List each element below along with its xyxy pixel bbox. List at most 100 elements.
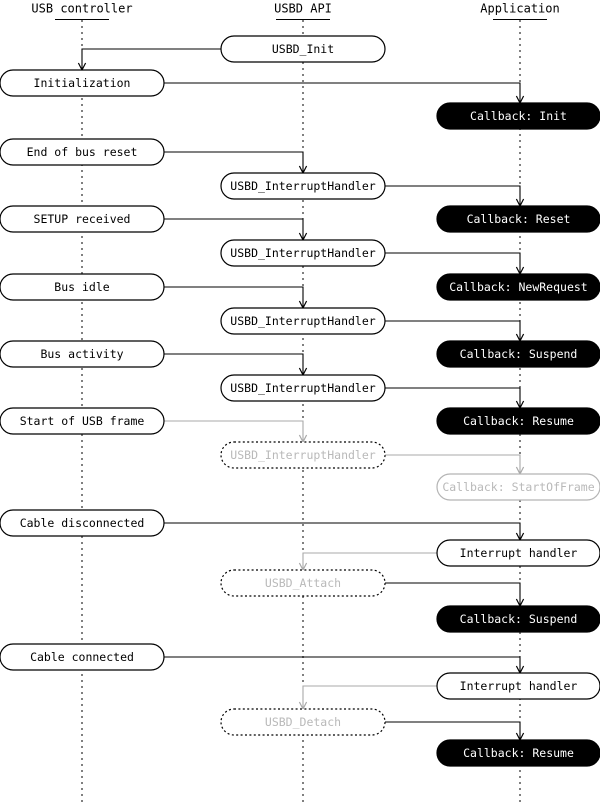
node-shape-n13[interactable]	[436, 340, 600, 368]
node-n18[interactable]: Callback: StartOfFrame	[436, 473, 600, 501]
node-shape-n15[interactable]	[0, 407, 165, 435]
node-n05[interactable]: USBD_InterruptHandler	[220, 172, 386, 200]
node-label-n18: Callback: StartOfFrame	[442, 480, 594, 494]
node-shape-n23[interactable]	[0, 643, 165, 671]
lane-header-usb-controller: USB controller	[31, 2, 133, 20]
lane-label-usb-controller: USB controller	[31, 2, 132, 16]
node-n12[interactable]: Bus activity	[0, 340, 165, 368]
node-shape-n14[interactable]	[220, 374, 386, 402]
node-shape-n02[interactable]	[0, 69, 165, 97]
connector-c08	[385, 320, 521, 341]
node-shape-n06[interactable]	[436, 205, 600, 233]
node-shape-n20[interactable]	[436, 539, 600, 567]
node-shape-n01[interactable]	[220, 35, 386, 63]
node-shape-n18[interactable]	[436, 473, 600, 501]
connector-c07	[164, 286, 304, 308]
node-label-n11: USBD_InterruptHandler	[230, 314, 375, 328]
node-n22[interactable]: Callback: Suspend	[436, 605, 600, 633]
node-label-n02: Initialization	[34, 76, 131, 90]
connector-c05	[164, 218, 304, 240]
node-label-n05: USBD_InterruptHandler	[230, 179, 375, 193]
node-n02[interactable]: Initialization	[0, 69, 165, 97]
node-n09[interactable]: Bus idle	[0, 273, 165, 301]
headers-layer: USB controller USBD API Application	[31, 2, 560, 20]
node-shape-n12[interactable]	[0, 340, 165, 368]
connector-c17	[302, 685, 437, 709]
node-n10[interactable]: Callback: NewRequest	[436, 273, 600, 301]
node-shape-n07[interactable]	[220, 239, 386, 267]
connector-c10	[385, 387, 521, 408]
node-label-n23: Cable connected	[30, 650, 134, 664]
connector-c02	[164, 82, 521, 103]
lane-header-usbd-api: USBD API	[274, 2, 332, 20]
node-shape-n22[interactable]	[436, 605, 600, 633]
node-shape-n24[interactable]	[436, 672, 600, 700]
node-n17[interactable]: USBD_InterruptHandler	[220, 441, 386, 469]
connector-c12	[385, 454, 521, 474]
lane-label-application: Application	[480, 2, 559, 16]
node-label-n03: Callback: Init	[470, 109, 567, 123]
connector-c16	[164, 656, 521, 673]
node-n06[interactable]: Callback: Reset	[436, 205, 600, 233]
node-shape-n05[interactable]	[220, 172, 386, 200]
node-label-n14: USBD_InterruptHandler	[230, 381, 375, 395]
node-n20[interactable]: Interrupt handler	[436, 539, 600, 567]
connector-c06	[385, 252, 521, 274]
node-label-n06: Callback: Reset	[467, 212, 571, 226]
node-label-n20: Interrupt handler	[460, 546, 578, 560]
connector-c04	[385, 185, 521, 206]
node-n14[interactable]: USBD_InterruptHandler	[220, 374, 386, 402]
node-n16[interactable]: Callback: Resume	[436, 407, 600, 435]
node-n21[interactable]: USBD_Attach	[220, 569, 386, 597]
node-n24[interactable]: Interrupt handler	[436, 672, 600, 700]
connector-c09	[164, 353, 304, 375]
connector-c13	[164, 522, 521, 540]
node-label-n25: USBD_Detach	[265, 715, 341, 729]
node-n13[interactable]: Callback: Suspend	[436, 340, 600, 368]
node-n08[interactable]: SETUP received	[0, 205, 165, 233]
node-shape-n25[interactable]	[220, 708, 386, 736]
node-n11[interactable]: USBD_InterruptHandler	[220, 307, 386, 335]
node-label-n09: Bus idle	[54, 280, 109, 294]
node-n15[interactable]: Start of USB frame	[0, 407, 165, 435]
node-shape-n08[interactable]	[0, 205, 165, 233]
node-label-n16: Callback: Resume	[463, 414, 574, 428]
node-shape-n17[interactable]	[220, 441, 386, 469]
node-n07[interactable]: USBD_InterruptHandler	[220, 239, 386, 267]
node-n23[interactable]: Cable connected	[0, 643, 165, 671]
node-shape-n21[interactable]	[220, 569, 386, 597]
node-label-n26: Callback: Resume	[463, 746, 574, 760]
node-n03[interactable]: Callback: Init	[436, 102, 600, 130]
node-n26[interactable]: Callback: Resume	[436, 739, 600, 767]
node-label-n22: Callback: Suspend	[460, 612, 578, 626]
node-shape-n09[interactable]	[0, 273, 165, 301]
node-n04[interactable]: End of bus reset	[0, 138, 165, 166]
node-label-n13: Callback: Suspend	[460, 347, 578, 361]
connector-c14	[302, 552, 437, 570]
node-label-n01: USBD_Init	[272, 42, 334, 56]
node-label-n24: Interrupt handler	[460, 679, 578, 693]
node-label-n08: SETUP received	[34, 212, 131, 226]
node-label-n04: End of bus reset	[27, 145, 138, 159]
node-shape-n16[interactable]	[436, 407, 600, 435]
lane-label-usbd-api: USBD API	[274, 2, 332, 16]
node-n01[interactable]: USBD_Init	[220, 35, 386, 63]
node-shape-n11[interactable]	[220, 307, 386, 335]
node-shape-n19[interactable]	[0, 509, 165, 537]
connector-c11	[164, 420, 304, 442]
node-label-n19: Cable disconnected	[20, 516, 145, 530]
node-shape-n26[interactable]	[436, 739, 600, 767]
node-label-n21: USBD_Attach	[265, 576, 341, 590]
connector-c15	[385, 582, 521, 606]
node-n19[interactable]: Cable disconnected	[0, 509, 165, 537]
node-label-n07: USBD_InterruptHandler	[230, 246, 375, 260]
lane-header-application: Application	[480, 2, 560, 20]
node-shape-n03[interactable]	[436, 102, 600, 130]
node-shape-n04[interactable]	[0, 138, 165, 166]
node-shape-n10[interactable]	[436, 273, 600, 301]
node-n25[interactable]: USBD_Detach	[220, 708, 386, 736]
node-label-n15: Start of USB frame	[20, 414, 145, 428]
